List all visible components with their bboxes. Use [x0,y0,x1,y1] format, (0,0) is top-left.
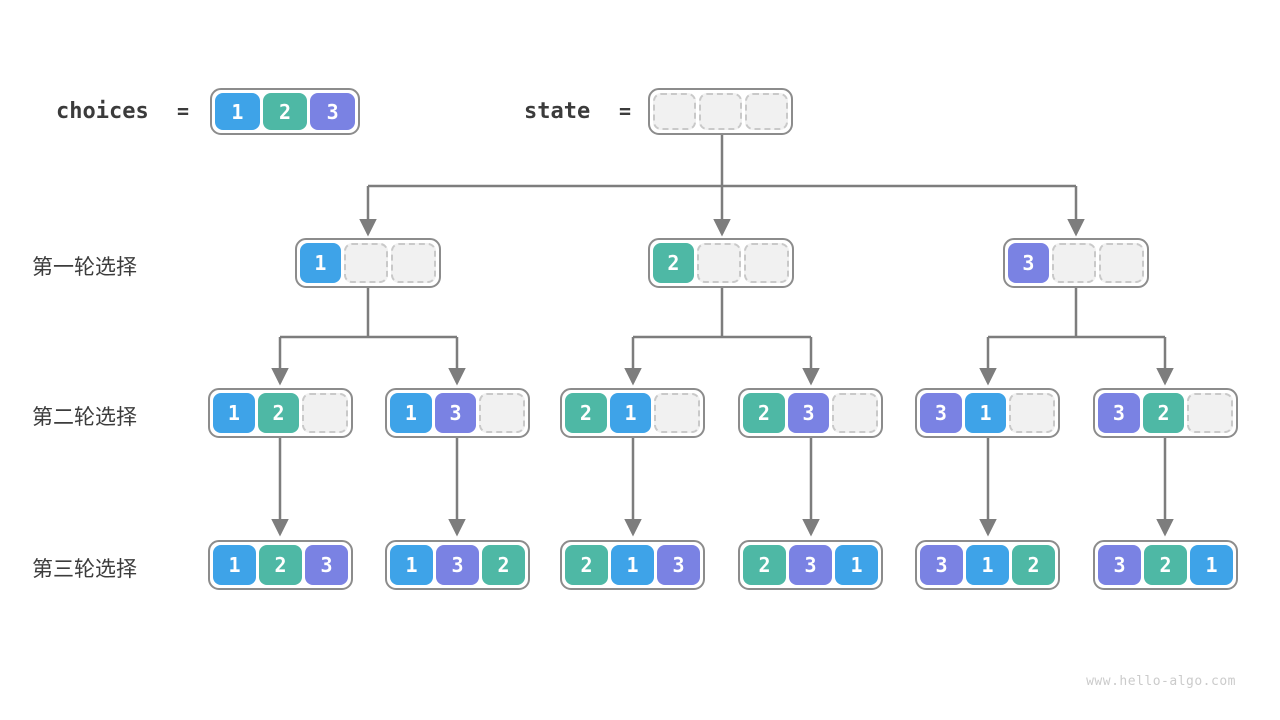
choices-label: choices [56,99,149,124]
empty-cell [1187,393,1234,433]
row-label-round-2: 第二轮选择 [32,405,137,429]
value-cell-2: 2 [1142,393,1185,433]
state-box-round1-3: 3 [1003,238,1149,288]
empty-cell [1099,243,1145,283]
empty-cell [653,93,696,130]
empty-cell [744,243,790,283]
value-cell-2: 2 [565,393,607,433]
state-label: state [524,99,591,124]
empty-cell [1009,393,1056,433]
value-cell-1: 1 [390,545,433,585]
value-cell-3: 3 [1008,243,1049,283]
value-cell-3: 3 [1098,545,1141,585]
value-cell-3: 3 [310,93,356,130]
value-cell-1: 1 [215,93,260,130]
choices-equals-sign: = [177,99,190,123]
value-cell-3: 3 [434,393,477,433]
empty-cell [654,393,701,433]
empty-cell [1051,243,1097,283]
value-cell-3: 3 [787,393,830,433]
value-cell-2: 2 [565,545,608,585]
state-equals-sign: = [619,99,632,123]
row-label-round-3: 第三轮选择 [32,557,137,581]
value-cell-1: 1 [213,393,255,433]
empty-cell [832,393,879,433]
state-box-round1-2: 2 [648,238,794,288]
value-cell-1: 1 [964,393,1007,433]
value-cell-2: 2 [262,93,308,130]
state-box-round1-1: 1 [295,238,441,288]
value-cell-3: 3 [920,393,962,433]
value-cell-2: 2 [653,243,694,283]
value-cell-3: 3 [920,545,963,585]
value-cell-1: 1 [835,545,878,585]
empty-cell [302,393,349,433]
empty-cell [696,243,742,283]
watermark: www.hello-algo.com [1086,674,1236,689]
row-label-round-1: 第一轮选择 [32,255,137,279]
value-cell-1: 1 [300,243,341,283]
value-cell-2: 2 [1012,545,1055,585]
value-cell-1: 1 [609,393,652,433]
empty-cell [479,393,526,433]
value-cell-1: 1 [966,545,1009,585]
value-cell-3: 3 [436,545,479,585]
value-cell-3: 3 [1098,393,1140,433]
value-cell-1: 1 [390,393,432,433]
value-cell-3: 3 [789,545,832,585]
state-array-box [648,88,793,135]
value-cell-3: 3 [657,545,700,585]
value-cell-2: 2 [743,545,786,585]
empty-cell [699,93,742,130]
empty-cell [343,243,389,283]
value-cell-2: 2 [482,545,525,585]
value-cell-2: 2 [743,393,785,433]
empty-cell [745,93,788,130]
value-cell-1: 1 [611,545,654,585]
value-cell-1: 1 [1190,545,1233,585]
value-cell-2: 2 [259,545,302,585]
value-cell-2: 2 [257,393,300,433]
value-cell-3: 3 [305,545,348,585]
empty-cell [391,243,437,283]
value-cell-2: 2 [1144,545,1187,585]
value-cell-1: 1 [213,545,256,585]
